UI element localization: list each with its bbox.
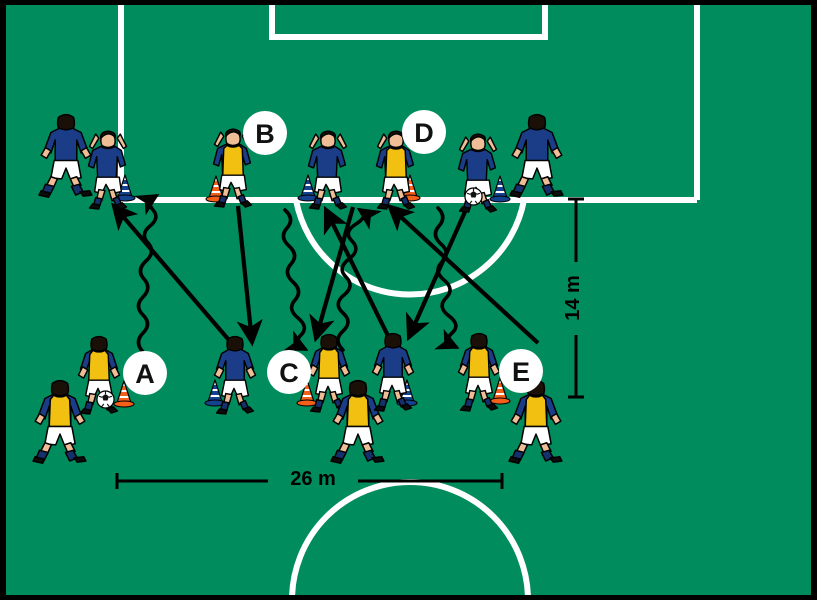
marker-E-circle bbox=[499, 349, 543, 393]
marker-A-label: A bbox=[135, 359, 155, 389]
marker-B-label: B bbox=[255, 119, 275, 149]
dribble-arrow-3 bbox=[336, 207, 382, 352]
marker-C-label: C bbox=[279, 358, 299, 388]
station-letter-markers: A B C D E bbox=[123, 110, 543, 395]
dimension-width-26m: 26 m bbox=[115, 468, 504, 490]
penalty-arc bbox=[293, 199, 527, 298]
ball-top-right bbox=[464, 187, 483, 206]
marker-A-circle bbox=[123, 351, 167, 395]
pass-arrow-3 bbox=[323, 205, 394, 345]
marker-A[interactable]: A bbox=[123, 351, 167, 395]
marker-C-circle bbox=[267, 350, 311, 394]
marker-B[interactable]: B bbox=[243, 111, 287, 155]
marker-D-label: D bbox=[414, 118, 434, 148]
pitch-surface bbox=[6, 5, 811, 595]
dribble-arrow-4 bbox=[433, 206, 460, 350]
dimension-height-14m: 14 m bbox=[562, 197, 584, 399]
marker-B-circle bbox=[243, 111, 287, 155]
pass-arrow-6 bbox=[405, 204, 470, 342]
marker-E[interactable]: E bbox=[499, 349, 543, 393]
marker-D-circle bbox=[402, 110, 446, 154]
pass-arrow-4 bbox=[309, 206, 356, 343]
pass-arrow-2 bbox=[235, 205, 263, 347]
pass-arrow-1 bbox=[111, 202, 236, 348]
marker-E-label: E bbox=[512, 357, 530, 387]
dim-height-label: 14 m bbox=[562, 275, 584, 321]
dribble-arrow-1 bbox=[134, 193, 160, 354]
goal-box bbox=[269, 5, 548, 40]
dribble-arrow-2 bbox=[281, 208, 309, 351]
pass-arrows bbox=[111, 202, 540, 348]
ball-bottom-left bbox=[96, 390, 115, 409]
marker-D[interactable]: D bbox=[402, 110, 446, 154]
marker-C[interactable]: C bbox=[267, 350, 311, 394]
dim-width-label: 26 m bbox=[290, 468, 336, 490]
dribble-run-arrows bbox=[134, 193, 460, 354]
pass-arrow-5 bbox=[386, 203, 540, 345]
